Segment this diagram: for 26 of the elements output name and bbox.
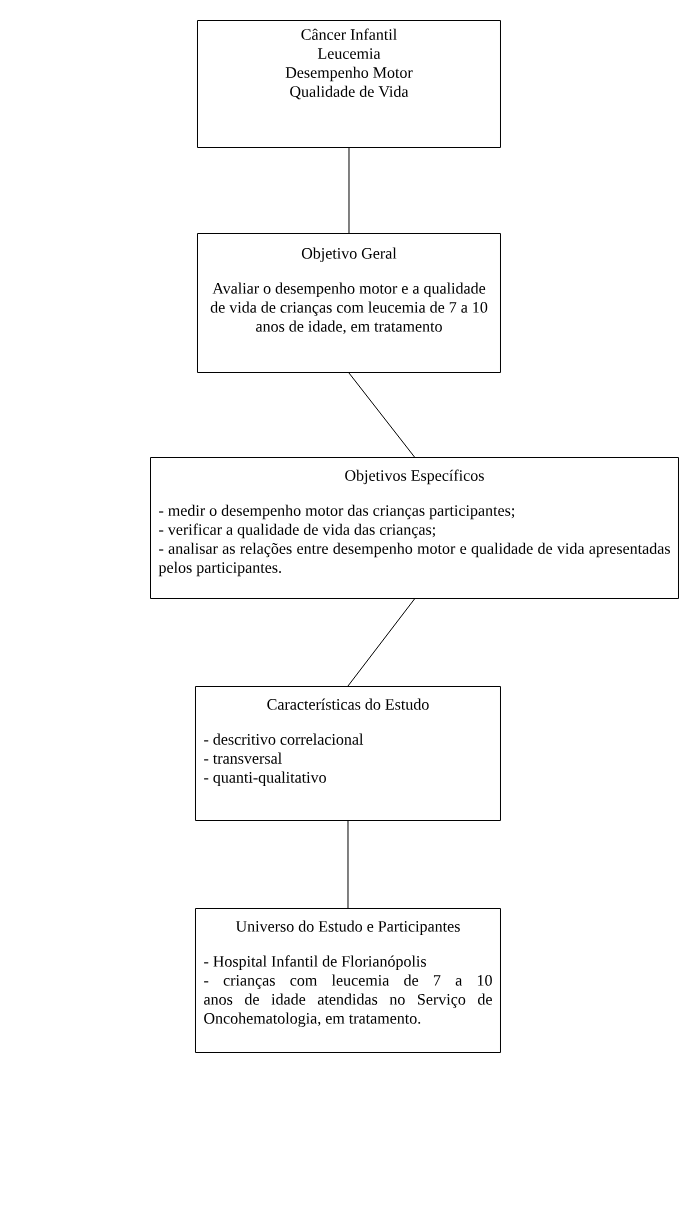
connector-line — [347, 820, 349, 909]
text-box — [150, 457, 679, 599]
heading: Objetivo Geral — [301, 247, 397, 262]
list-item: - descritivo correlacional — [204, 733, 364, 745]
list-item: - Hospital Infantil de Florianópolis — [204, 955, 426, 970]
connector-line — [348, 147, 350, 234]
list-item: - analisar as relações entre desempenho motor e qualidade de vida apresentadas pelos participantes. — [158, 542, 670, 577]
keyword: Desempenho Motor — [285, 66, 413, 82]
list-item: - crianças com leucemia de 7 a 10 anos de idade atendidas no Serviço de Oncohematologia, em tratamento. — [204, 974, 492, 1028]
connector-line — [347, 598, 415, 687]
list-item: - quanti-qualitativo — [204, 771, 326, 787]
connector-line — [348, 372, 415, 458]
text-box — [195, 686, 501, 821]
text-box — [195, 908, 501, 1053]
text-box — [197, 20, 501, 148]
keyword: Leucemia — [317, 48, 381, 59]
list-item: - verificar a qualidade de vida das crianças; — [159, 523, 435, 539]
heading: Objetivos Específicos — [345, 469, 484, 485]
text-box — [197, 233, 501, 373]
list-item: - medir o desempenho motor das crianças participantes; — [159, 504, 515, 520]
heading: Universo do Estudo e Participantes — [235, 920, 460, 935]
body-text: Avaliar o desempenho motor e a qualidade de vida de crianças com leucemia de 7 a 10 anos de idade, em tratamento — [210, 282, 488, 335]
keyword: Câncer Infantil — [301, 28, 397, 40]
heading: Características do Estudo — [267, 698, 429, 710]
list-item: - transversal — [204, 752, 282, 764]
keyword: Qualidade de Vida — [290, 85, 409, 100]
